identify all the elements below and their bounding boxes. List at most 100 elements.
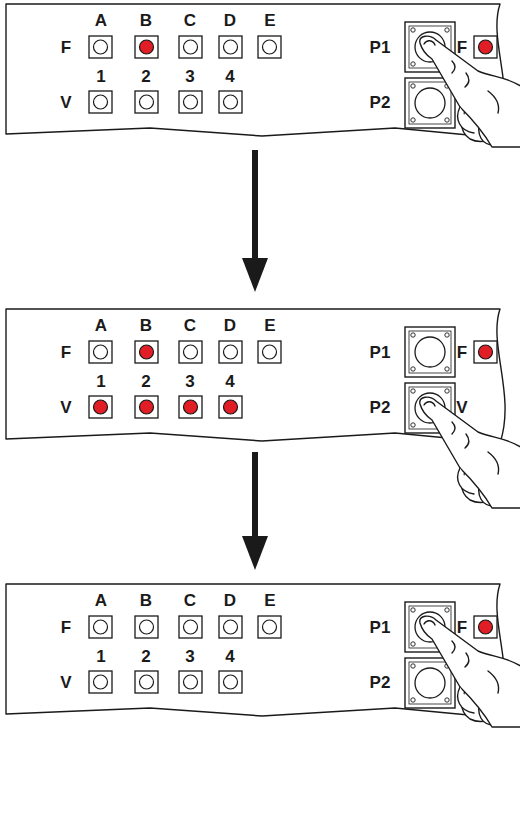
- push-button: [415, 668, 445, 698]
- led-frame: [89, 671, 112, 693]
- led-frame: [219, 616, 242, 638]
- panel-outline: [6, 584, 505, 718]
- finger-nail: [424, 41, 435, 45]
- led-frame: [89, 91, 112, 113]
- finger-crease: [465, 73, 469, 87]
- button-screw: [445, 118, 449, 122]
- led-lamp: [479, 40, 493, 54]
- push-button-frame: [409, 82, 451, 124]
- button-label: P1: [370, 344, 391, 361]
- button-screw: [411, 62, 415, 66]
- indicator-label: E: [264, 12, 275, 29]
- led-lamp: [94, 345, 108, 359]
- button-label: P1: [370, 619, 391, 636]
- indicator-label: 4: [225, 68, 234, 85]
- indicator-label: 1: [96, 648, 105, 665]
- led-frame: [219, 396, 242, 418]
- led-lamp: [479, 345, 493, 359]
- led-frame: [258, 341, 281, 363]
- button-screw: [411, 664, 415, 668]
- indicator-label: B: [140, 317, 152, 334]
- indicator-label: F: [457, 39, 467, 56]
- button-screw: [445, 608, 449, 612]
- button-screw: [411, 118, 415, 122]
- led-lamp: [224, 95, 238, 109]
- led-frame: [258, 616, 281, 638]
- button-label: P1: [370, 39, 391, 56]
- indicator-label: F: [61, 39, 71, 56]
- button-label: P2: [370, 399, 391, 416]
- led-frame: [179, 671, 202, 693]
- led-lamp: [184, 400, 198, 414]
- indicator-label: F: [61, 344, 71, 361]
- led-lamp: [263, 40, 277, 54]
- led-lamp: [479, 620, 493, 634]
- hand-thumb: [458, 107, 474, 133]
- indicator-label: 3: [185, 373, 194, 390]
- led-frame: [179, 396, 202, 418]
- led-lamp: [224, 400, 238, 414]
- hand-palm: [420, 616, 520, 727]
- led-lamp: [94, 40, 108, 54]
- indicator-label: V: [60, 674, 71, 691]
- indicator-label: 2: [141, 68, 150, 85]
- led-lamp: [140, 675, 154, 689]
- indicator-label: 1: [96, 68, 105, 85]
- indicator-label: C: [184, 317, 196, 334]
- indicator-label: A: [95, 592, 107, 609]
- led-lamp: [184, 95, 198, 109]
- panels: [6, 4, 520, 727]
- led-frame: [135, 671, 158, 693]
- button-screw: [445, 698, 449, 702]
- led-frame: [89, 36, 112, 58]
- push-button: [415, 88, 445, 118]
- indicator-label: V: [456, 399, 467, 416]
- led-lamp: [263, 620, 277, 634]
- led-frame: [219, 36, 242, 58]
- indicator-label: C: [184, 12, 196, 29]
- led-frame: [135, 341, 158, 363]
- hand-palm: [420, 36, 520, 147]
- led-frame: [258, 36, 281, 58]
- panel-outline: [6, 309, 505, 443]
- indicator-label: F: [61, 619, 71, 636]
- hand-knuckle: [488, 452, 499, 474]
- indicator-label: 1: [96, 373, 105, 390]
- indicator-label: V: [60, 399, 71, 416]
- led-lamp: [184, 620, 198, 634]
- indicator-label: F: [457, 619, 467, 636]
- button-screw: [411, 389, 415, 393]
- button-screw: [411, 367, 415, 371]
- led-lamp: [94, 95, 108, 109]
- button-screw: [445, 367, 449, 371]
- pressing-hand: [420, 616, 520, 727]
- indicator-label: V: [60, 94, 71, 111]
- finger-crease: [452, 641, 455, 653]
- button-screw: [411, 698, 415, 702]
- indicator-label: B: [140, 592, 152, 609]
- indicator-label: 4: [225, 648, 234, 665]
- led-frame: [474, 341, 497, 363]
- indicator-label: 2: [141, 648, 150, 665]
- led-frame: [135, 36, 158, 58]
- indicator-label: 2: [141, 373, 150, 390]
- indicator-label: A: [95, 317, 107, 334]
- led-lamp: [140, 95, 154, 109]
- finger-crease: [465, 653, 469, 667]
- led-lamp: [263, 345, 277, 359]
- led-lamp: [140, 620, 154, 634]
- indicator-label: 3: [185, 68, 194, 85]
- button-screw: [445, 333, 449, 337]
- led-frame: [89, 616, 112, 638]
- button-label: P2: [370, 674, 391, 691]
- push-button-frame: [405, 327, 455, 377]
- finger-crease: [452, 422, 455, 434]
- button-screw: [411, 84, 415, 88]
- hand-knuckle: [488, 91, 499, 113]
- led-frame: [179, 91, 202, 113]
- hand-thumb: [458, 687, 474, 713]
- flow-arrow: [242, 150, 268, 292]
- button-screw: [411, 28, 415, 32]
